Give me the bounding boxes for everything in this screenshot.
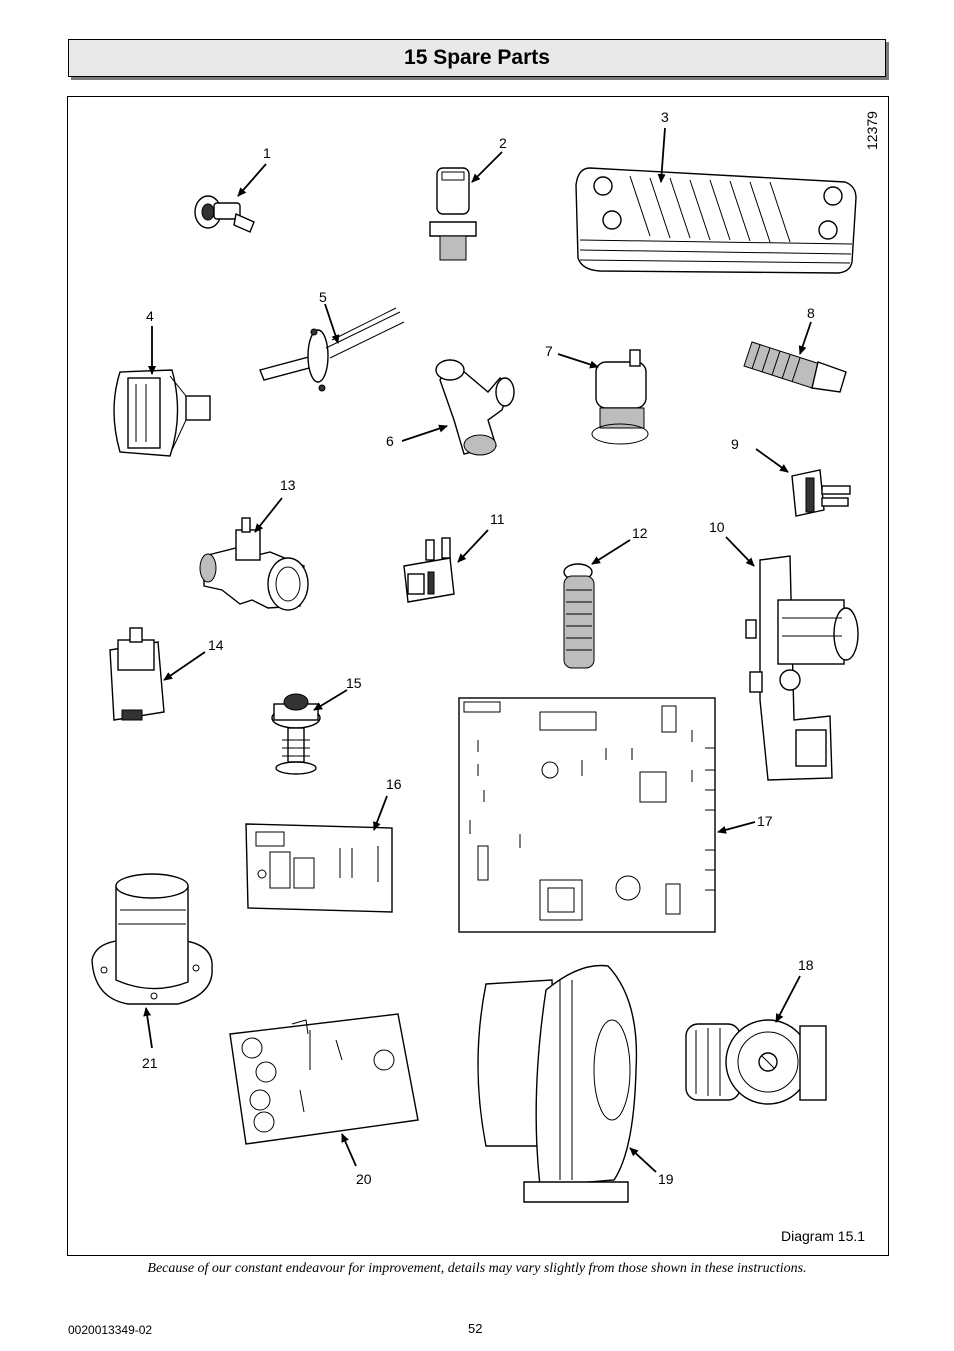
callout-arrow-1 <box>237 163 267 197</box>
callout-4: 4 <box>146 308 154 324</box>
part-4-illustration <box>113 369 211 457</box>
callout-19: 19 <box>658 1171 674 1187</box>
diagram-frame <box>67 96 889 1256</box>
callout-arrow-15 <box>313 689 348 711</box>
part-12-illustration <box>563 563 595 669</box>
callout-6: 6 <box>386 433 394 449</box>
part-10-illustration <box>745 555 859 781</box>
callout-arrow-12 <box>591 539 631 565</box>
part-16-illustration <box>245 823 393 913</box>
part-9-illustration <box>791 469 851 517</box>
callout-arrow-3 <box>657 127 666 183</box>
callout-arrow-2 <box>471 151 503 183</box>
callout-arrow-17 <box>717 821 756 834</box>
part-21-illustration <box>91 873 213 1005</box>
part-8-illustration <box>743 341 847 393</box>
part-5-illustration <box>259 307 405 392</box>
part-17-illustration <box>458 697 716 933</box>
page-title: 15 Spare Parts <box>404 46 550 69</box>
callout-17: 17 <box>757 813 773 829</box>
callout-10: 10 <box>709 519 725 535</box>
callout-arrow-8 <box>798 321 812 355</box>
callout-arrow-13 <box>254 497 283 533</box>
part-18-illustration <box>685 1019 827 1105</box>
callout-arrow-18 <box>775 975 801 1023</box>
page-number: 52 <box>468 1321 483 1336</box>
callout-5: 5 <box>319 289 327 305</box>
callout-3: 3 <box>661 109 669 125</box>
callout-arrow-11 <box>457 529 489 563</box>
callout-arrow-16 <box>373 795 388 831</box>
reference-code: 12379 <box>864 111 880 150</box>
part-19-illustration <box>477 964 638 1203</box>
part-2-illustration <box>429 167 477 261</box>
part-1-illustration <box>194 195 255 233</box>
callout-arrow-6 <box>401 424 448 442</box>
part-14-illustration <box>109 627 165 721</box>
callout-12: 12 <box>632 525 648 541</box>
callout-1: 1 <box>263 145 271 161</box>
diagram-caption: Diagram 15.1 <box>781 1228 865 1244</box>
callout-arrow-19 <box>629 1147 657 1173</box>
part-7-illustration <box>591 349 649 445</box>
part-20-illustration <box>229 1013 419 1145</box>
callout-9: 9 <box>731 436 739 452</box>
callout-arrow-9 <box>755 448 789 473</box>
part-15-illustration <box>271 693 321 775</box>
callout-14: 14 <box>208 637 224 653</box>
callout-15: 15 <box>346 675 362 691</box>
callout-21: 21 <box>142 1055 158 1071</box>
part-11-illustration <box>403 537 455 603</box>
callout-20: 20 <box>356 1171 372 1187</box>
document-number: 0020013349-02 <box>68 1323 153 1337</box>
callout-11: 11 <box>490 511 505 527</box>
callout-16: 16 <box>386 776 402 792</box>
disclaimer-text: Because of our constant endeavour for im… <box>147 1261 807 1276</box>
part-3-illustration <box>575 167 857 274</box>
callout-arrow-21 <box>143 1007 153 1049</box>
callout-arrow-14 <box>163 651 206 681</box>
section-header: 15 Spare Parts <box>68 39 886 77</box>
callout-arrow-5 <box>324 303 340 344</box>
part-6-illustration <box>435 358 515 456</box>
callout-2: 2 <box>499 135 507 151</box>
callout-7: 7 <box>545 343 553 359</box>
part-13-illustration <box>199 517 309 611</box>
callout-arrow-20 <box>341 1133 357 1167</box>
callout-13: 13 <box>280 477 296 493</box>
callout-8: 8 <box>807 305 815 321</box>
callout-18: 18 <box>798 957 814 973</box>
callout-arrow-10 <box>725 536 755 567</box>
callout-arrow-7 <box>557 353 599 369</box>
